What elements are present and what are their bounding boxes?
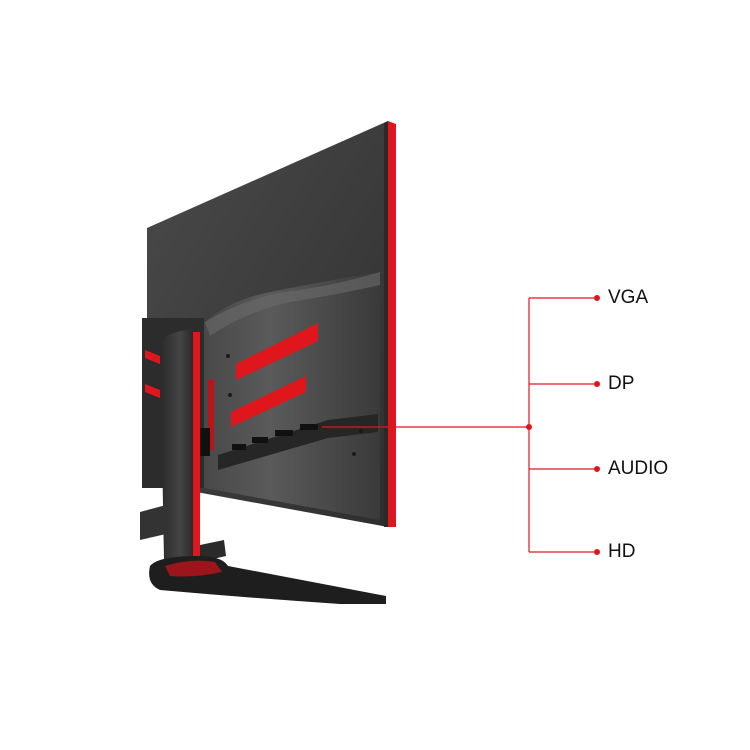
callout-dots (526, 295, 600, 555)
port-slot (252, 437, 268, 443)
stand-neck (160, 330, 200, 560)
port-slot (300, 424, 318, 430)
port-label-vga: VGA (608, 287, 649, 308)
red-accent-stripe-upper (236, 323, 318, 380)
screw-hole (228, 393, 232, 397)
stand-hinge-clip (140, 505, 166, 540)
mount-red-accent (145, 350, 160, 364)
screw-hole (352, 452, 356, 456)
port-strip (218, 414, 378, 470)
monitor-red-edge (388, 121, 396, 527)
red-accent-stripe-lower (231, 376, 306, 427)
port-label-audio: AUDIO (608, 458, 669, 479)
monitor-edge-shadow (384, 121, 388, 527)
port-label-hd: HD (608, 541, 636, 562)
mount-red-accent (145, 384, 160, 398)
mount-red-accent (208, 380, 214, 450)
port-slot (232, 444, 246, 450)
screw-hole (226, 354, 230, 358)
screw-hole (359, 429, 363, 433)
stand-base-highlight (165, 560, 222, 577)
housing-highlight (205, 272, 380, 336)
mount-port (200, 428, 210, 456)
port-slot (275, 430, 293, 436)
port-label-dp: DP (608, 373, 635, 394)
port-callout-lines (322, 297, 597, 553)
stand-red-stripe (193, 332, 200, 560)
